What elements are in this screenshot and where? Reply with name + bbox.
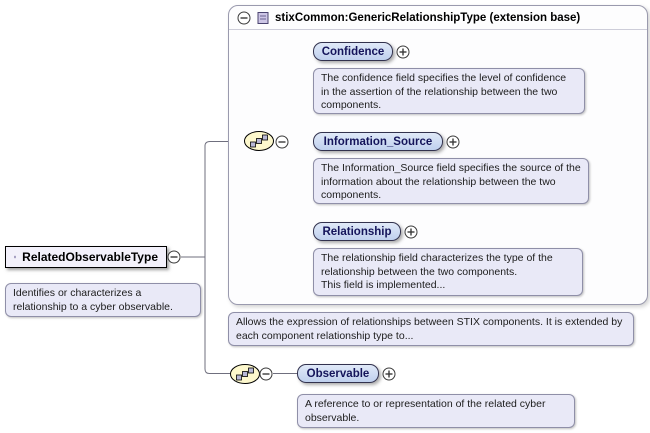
root-annotation: Identifies or characterizes a relationsh… xyxy=(5,283,201,317)
element-box-relationship[interactable]: Relationship xyxy=(313,222,401,241)
extension-header: stixCommon:GenericRelationshipType (exte… xyxy=(229,6,647,30)
element-label-relationship: Relationship xyxy=(322,225,392,238)
root-type-box[interactable]: RelatedObservableType xyxy=(5,246,167,268)
expand-icon-observable[interactable] xyxy=(382,367,396,381)
annotation-confidence: The confidence field specifies the level… xyxy=(313,68,585,114)
element-label-observable: Observable xyxy=(306,367,370,380)
expand-icon-confidence[interactable] xyxy=(396,45,410,59)
extension-annotation: Allows the expression of relationships b… xyxy=(228,312,634,346)
element-label-confidence: Confidence xyxy=(321,45,385,58)
sequence-collapse-icon-top[interactable] xyxy=(275,135,289,149)
sequence-collapse-icon-bottom[interactable] xyxy=(259,367,273,381)
root-type-label: RelatedObservableType xyxy=(22,250,158,264)
complextype-icon xyxy=(257,12,269,24)
extension-collapse-icon[interactable] xyxy=(237,11,251,25)
element-box-confidence[interactable]: Confidence xyxy=(313,42,393,61)
complextype-icon-root xyxy=(14,255,17,259)
annotation-relationship: The relationship field characterizes the… xyxy=(313,248,583,296)
annotation-observable: A reference to or representation of the … xyxy=(297,394,575,428)
extension-header-label: stixCommon:GenericRelationshipType (exte… xyxy=(275,12,581,24)
element-label-information-source: Information_Source xyxy=(323,135,433,148)
element-box-observable[interactable]: Observable xyxy=(297,364,379,383)
sequence-icon-top[interactable] xyxy=(243,130,275,152)
sequence-icon-bottom[interactable] xyxy=(229,363,261,385)
root-collapse-icon[interactable] xyxy=(167,250,181,264)
expand-icon-information-source[interactable] xyxy=(446,135,460,149)
element-box-information-source[interactable]: Information_Source xyxy=(313,132,443,151)
expand-icon-relationship[interactable] xyxy=(404,225,418,239)
annotation-information-source: The Information_Source field specifies t… xyxy=(313,158,589,204)
